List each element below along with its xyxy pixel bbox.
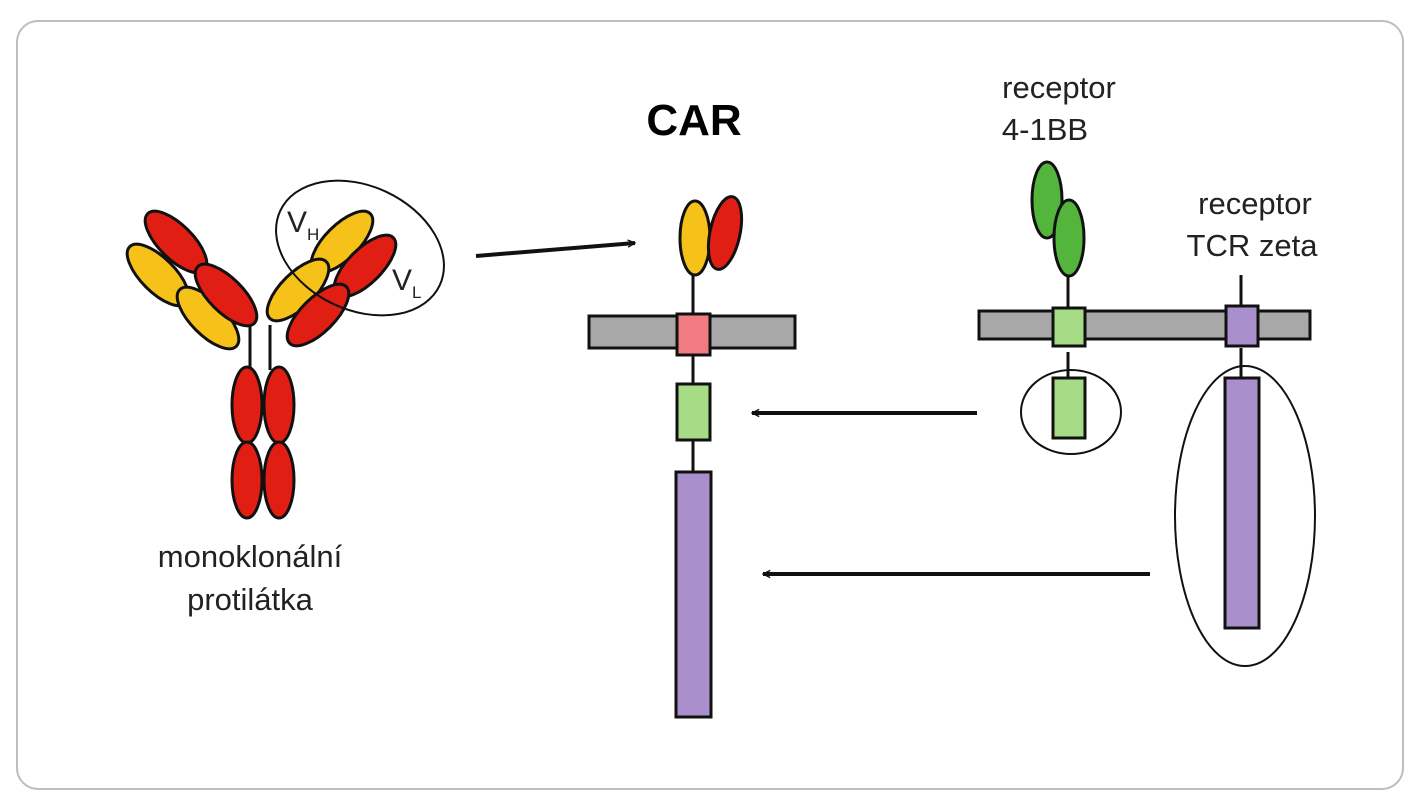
tcr-zeta-intracellular-domain <box>1223 376 1261 630</box>
41bb-domain-outline <box>1020 369 1122 455</box>
antibody-fc-ellipse <box>262 440 296 520</box>
receptor-membrane <box>977 309 1312 341</box>
car-construct <box>587 195 797 719</box>
arrow-antibody-to-car <box>475 243 635 258</box>
tcr-zeta-transmembrane <box>1224 304 1260 348</box>
antibody-heavy-chain <box>193 262 259 328</box>
car-scfv-vh <box>678 199 712 277</box>
variable-region-outline <box>275 179 445 317</box>
41bb-transmembrane <box>1051 306 1087 348</box>
car-cd3zeta-domain <box>674 470 713 719</box>
antibody-heavy-chain <box>285 282 351 348</box>
tcr-zeta-domain-outline <box>1174 365 1316 667</box>
41bb-extracellular-domain <box>1052 198 1086 278</box>
receptor-tcr-label-line2: TCR zeta <box>1187 228 1319 263</box>
receptor-41bb <box>1030 160 1086 378</box>
antibody-fc-ellipse <box>262 365 296 445</box>
receptor-tcr-label-line1: receptor <box>1198 186 1312 221</box>
antibody-fc-ellipse <box>230 365 264 445</box>
car-title: CAR <box>646 96 741 145</box>
receptor-41bb-label-line1: receptor <box>1002 70 1116 105</box>
car-41bb-domain <box>675 382 712 442</box>
41bb-intracellular-domain <box>1051 376 1087 440</box>
monoclonal-antibody <box>125 209 398 520</box>
antibody-label-line2: protilátka <box>187 582 314 617</box>
antibody-fc-ellipse <box>230 440 264 520</box>
receptor-41bb-label-line2: 4-1BB <box>1002 112 1088 147</box>
antibody-label-line1: monoklonální <box>158 539 343 574</box>
vl-label: VL <box>392 264 421 302</box>
car-scfv-vl <box>706 195 744 271</box>
car-transmembrane-domain <box>675 312 712 357</box>
vh-label: VH <box>287 206 319 244</box>
